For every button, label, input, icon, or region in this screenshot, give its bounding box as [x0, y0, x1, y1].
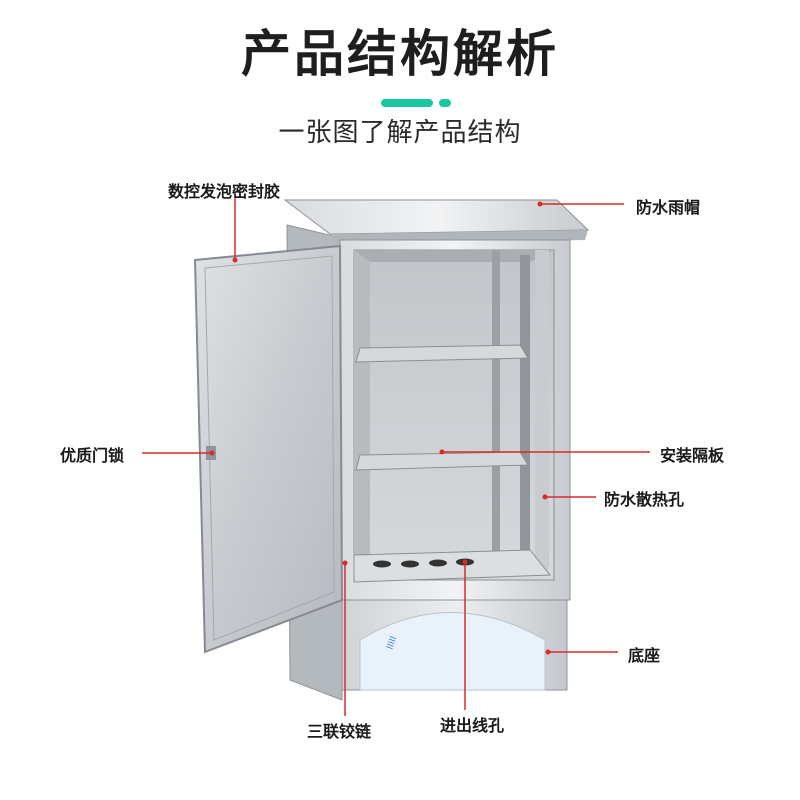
cabinet-floor [353, 549, 552, 583]
title-accent-dot [439, 99, 451, 107]
shelf-lower [355, 451, 529, 471]
page-subtitle: 一张图了解产品结构 [278, 118, 522, 148]
label-hinge: 三联铰链 [307, 722, 372, 741]
svg-text:IIIII: IIIII [385, 635, 399, 651]
rain-cap [283, 199, 590, 235]
label-partition: 安装隔板 [660, 446, 725, 465]
label-vent-holes: 防水散热孔 [604, 490, 685, 509]
cabinet-door [193, 244, 344, 654]
label-cable-hole: 进出线孔 [440, 716, 505, 735]
label-base: 底座 [628, 646, 661, 665]
label-door-lock: 优质门锁 [60, 446, 125, 465]
title-accent-bar [381, 99, 433, 107]
label-rain-cap: 防水雨帽 [636, 198, 701, 217]
shelf-upper [355, 344, 529, 363]
label-foam-seal: 数控发泡密封胶 [168, 182, 281, 201]
page-title: 产品结构解析 [241, 25, 559, 83]
